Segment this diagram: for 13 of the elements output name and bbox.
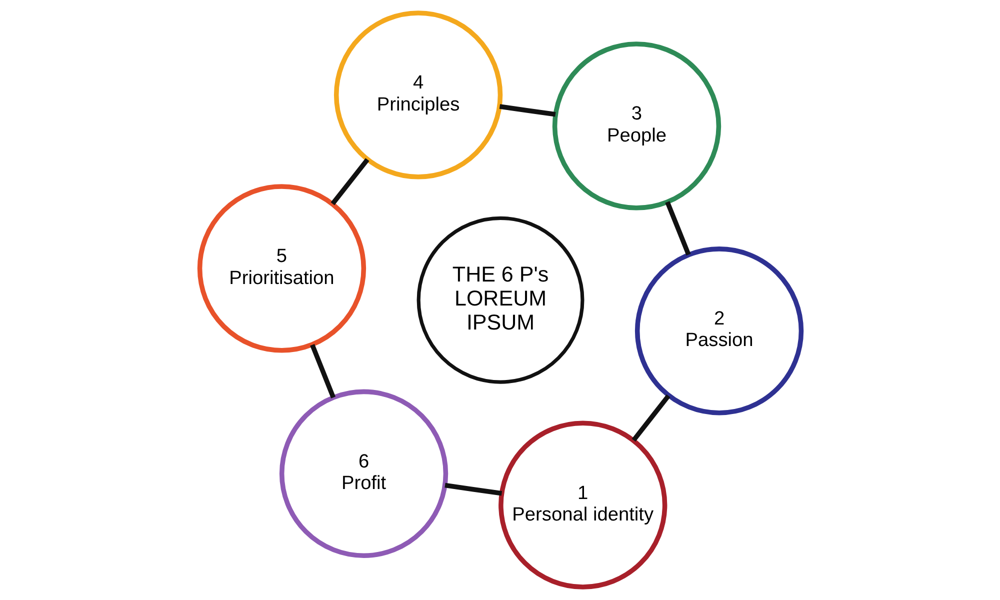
node-circle: THE 6 P's LOREUM IPSUM [416, 216, 584, 384]
node-circle: 4 Principles [333, 10, 502, 180]
connector [498, 104, 556, 117]
connector [330, 158, 369, 206]
connector [631, 394, 670, 442]
connector [664, 201, 690, 256]
node-circle: 6 Profit [278, 389, 448, 558]
node-circle: 2 Passion [634, 246, 804, 416]
node-circle: 3 People [552, 42, 721, 210]
node-circle: 5 Prioritisation [196, 184, 366, 353]
connector [444, 482, 502, 496]
node-circle: 1 Personal identity [498, 420, 667, 590]
connector [310, 344, 336, 398]
